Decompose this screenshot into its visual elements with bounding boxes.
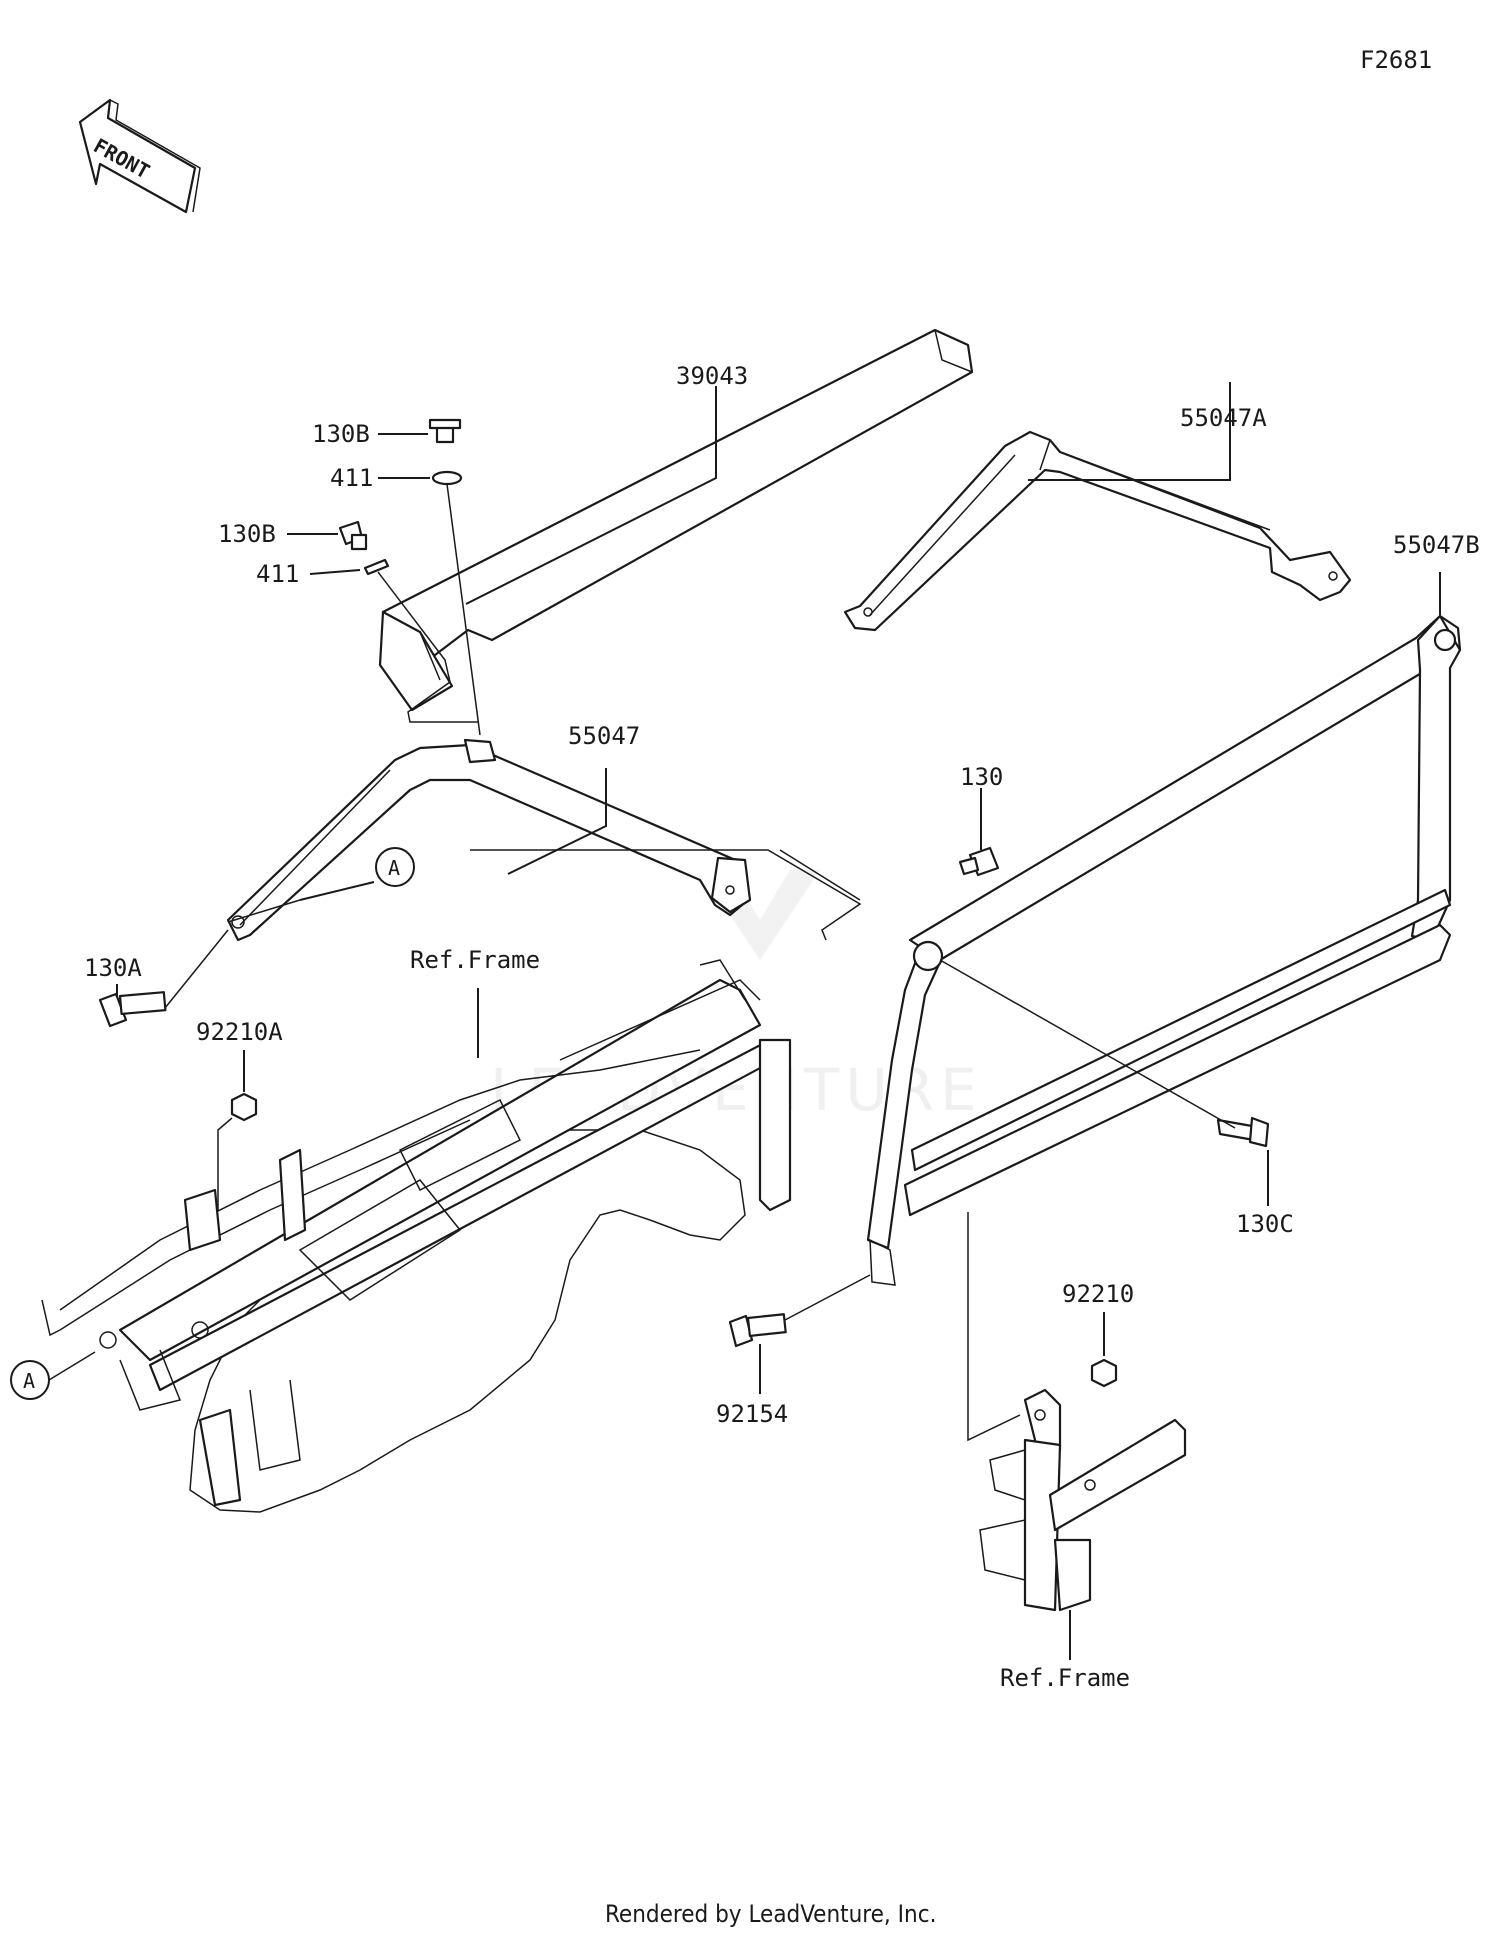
footer-credit: Rendered by LeadVenture, Inc.: [605, 1900, 936, 1928]
bolt-130B-second-icon: [338, 520, 368, 551]
label-130: 130: [960, 763, 1003, 791]
part-39043-panel: [378, 328, 974, 712]
label-130C: 130C: [1236, 1210, 1294, 1238]
chassis-ref-frame-left: [41, 959, 792, 1513]
svg-text:A: A: [388, 856, 400, 880]
chassis-ref-frame-right: [979, 1388, 1187, 1612]
part-55047B-frame: [866, 614, 1462, 1286]
bolt-130-icon: [958, 846, 1000, 877]
label-55047: 55047: [568, 722, 640, 750]
part-55047A-frame: [843, 430, 1352, 632]
fasteners: [98, 418, 1270, 1388]
label-411-second: 411: [256, 560, 299, 588]
nut-92210A-icon: [230, 1092, 258, 1122]
label-130B-top: 130B: [312, 420, 370, 448]
callout-a-lower-leader: [48, 1351, 96, 1381]
bolt-130C-icon: [1216, 1116, 1270, 1148]
label-ref-frame-left: Ref.Frame: [410, 946, 540, 974]
part-labels: 39043 130B 411 130B 411 55047A 55047B 55…: [84, 362, 1480, 1692]
label-92210A: 92210A: [196, 1018, 283, 1046]
label-130A: 130A: [84, 954, 142, 982]
label-411-top: 411: [330, 464, 373, 492]
label-55047A: 55047A: [1180, 404, 1267, 432]
svg-text:A: A: [23, 1369, 35, 1393]
callout-a-lower: A: [10, 1360, 50, 1400]
bolt-130A-icon: [98, 991, 167, 1028]
label-130B-second: 130B: [218, 520, 276, 548]
part-55047-frame: [226, 738, 752, 942]
washer-411-second-icon: [363, 558, 390, 576]
label-55047B: 55047B: [1393, 531, 1480, 559]
callout-a-upper: A: [375, 847, 415, 887]
bolt-92154-icon: [728, 1313, 787, 1348]
label-92210: 92210: [1062, 1280, 1134, 1308]
label-39043: 39043: [676, 362, 748, 390]
diagram-code: F2681: [1360, 46, 1432, 74]
nut-92210-icon: [1090, 1358, 1118, 1388]
leader-lines: [116, 382, 1441, 1660]
front-arrow-icon: FRONT: [78, 98, 201, 214]
label-92154: 92154: [716, 1400, 788, 1428]
washer-411-top-icon: [431, 470, 463, 486]
bolt-130B-top-icon: [428, 418, 462, 444]
label-ref-frame-right: Ref.Frame: [1000, 1664, 1130, 1692]
